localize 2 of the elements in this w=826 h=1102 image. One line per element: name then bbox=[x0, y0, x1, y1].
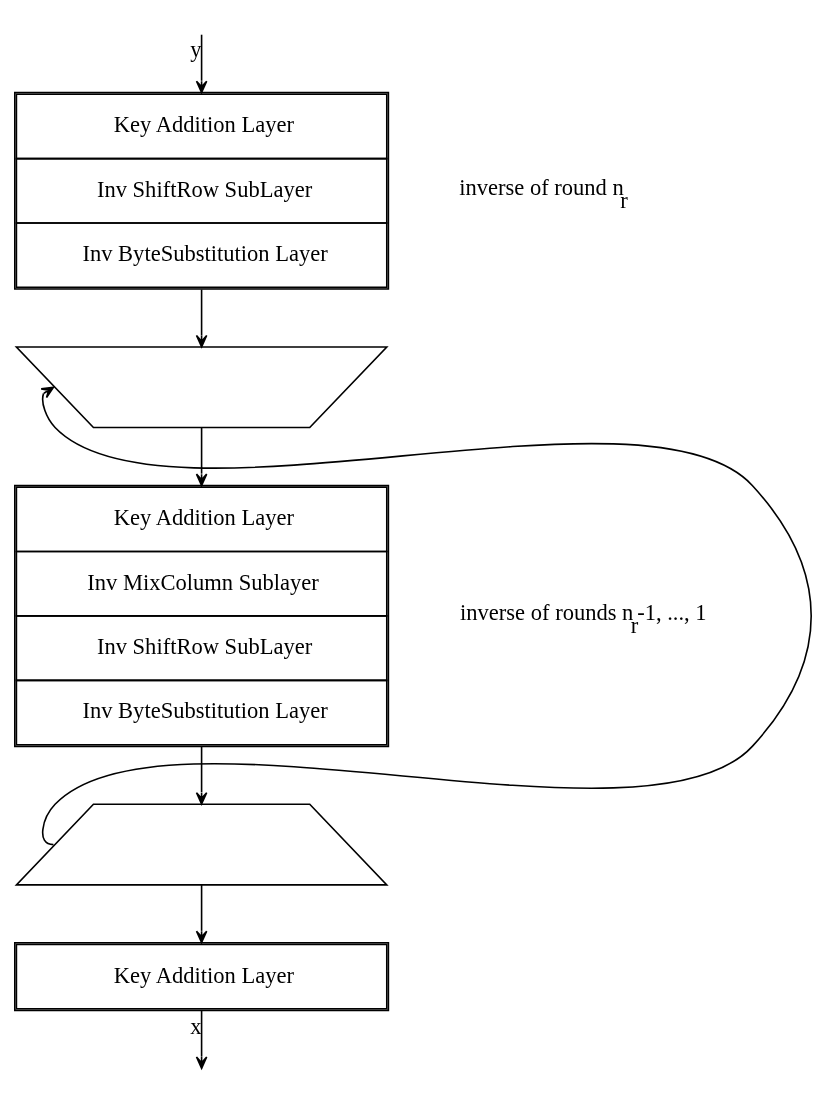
edge-label: y bbox=[190, 36, 202, 62]
edge-label: x bbox=[190, 1013, 202, 1039]
